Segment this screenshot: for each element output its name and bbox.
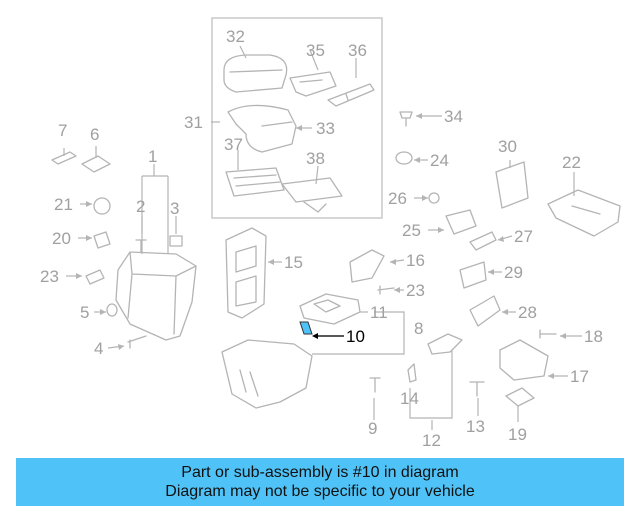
callout-2[interactable]: 2 xyxy=(136,197,145,216)
part-35-bracket xyxy=(289,71,337,97)
part-12-bracket xyxy=(427,333,463,355)
part-18-screw xyxy=(539,329,557,339)
part-23-bolt-left xyxy=(85,269,105,285)
part-24-grommet xyxy=(395,151,413,165)
callout-5[interactable]: 5 xyxy=(80,303,89,322)
callout-7[interactable]: 7 xyxy=(58,121,67,140)
part-19-plate xyxy=(505,387,535,407)
part-23-bolt-right xyxy=(377,285,395,295)
callout-19[interactable]: 19 xyxy=(508,425,527,444)
callout-3[interactable]: 3 xyxy=(170,199,179,218)
part-15-side-panel xyxy=(225,227,267,319)
callout-25[interactable]: 25 xyxy=(402,221,421,240)
callout-numbers: 32 35 36 31 33 37 38 7 6 1 21 2 3 20 23 … xyxy=(40,27,603,450)
callout-35[interactable]: 35 xyxy=(306,41,325,60)
callout-38[interactable]: 38 xyxy=(306,149,325,168)
part-27-strip xyxy=(469,231,497,251)
armrest-inset-frame xyxy=(211,17,383,219)
callout-18[interactable]: 18 xyxy=(584,327,603,346)
info-banner: Part or sub-assembly is #10 in diagram D… xyxy=(16,458,624,506)
callout-17[interactable]: 17 xyxy=(570,367,589,386)
part-36-hinge xyxy=(327,83,375,107)
callout-26[interactable]: 26 xyxy=(388,189,407,208)
callout-14[interactable]: 14 xyxy=(400,389,419,408)
part-13-bolt xyxy=(469,381,485,397)
part-29-pad xyxy=(459,261,487,289)
callout-13[interactable]: 13 xyxy=(466,417,485,436)
callout-9[interactable]: 9 xyxy=(368,419,377,438)
part-30-panel xyxy=(495,161,529,209)
part-28-pad xyxy=(469,295,501,327)
callout-37[interactable]: 37 xyxy=(224,135,243,154)
callout-11[interactable]: 11 xyxy=(370,303,388,322)
part-22-tray xyxy=(547,189,621,237)
part-5-washer xyxy=(106,303,118,317)
arrowheads xyxy=(76,113,566,379)
part-34-screw xyxy=(399,111,413,127)
callout-36[interactable]: 36 xyxy=(348,41,367,60)
part-33-armrest-base xyxy=(227,104,297,153)
callout-29[interactable]: 29 xyxy=(504,263,523,282)
callout-31[interactable]: 31 xyxy=(184,113,203,132)
callout-15[interactable]: 15 xyxy=(284,253,303,272)
part-25-block xyxy=(445,209,477,235)
part-37-tray xyxy=(225,167,285,197)
part-26-screw xyxy=(428,192,440,204)
part-10-highlighted[interactable] xyxy=(299,321,313,335)
part-8-lower-console xyxy=(221,339,313,409)
callout-27[interactable]: 27 xyxy=(514,227,533,246)
part-16-grip xyxy=(349,249,385,283)
part-17-bracket xyxy=(499,339,549,381)
part-1-console-body xyxy=(115,251,197,341)
callout-30[interactable]: 30 xyxy=(498,137,517,156)
part-6-plate xyxy=(81,155,111,173)
callout-1[interactable]: 1 xyxy=(148,147,157,166)
part-20-clip xyxy=(93,231,111,249)
callout-6[interactable]: 6 xyxy=(90,125,99,144)
banner-line-2: Diagram may not be specific to your vehi… xyxy=(165,483,475,500)
callout-22[interactable]: 22 xyxy=(562,153,581,172)
callout-21[interactable]: 21 xyxy=(54,195,73,214)
callout-10[interactable]: 10 xyxy=(346,327,365,346)
callout-8[interactable]: 8 xyxy=(414,319,423,338)
callout-34[interactable]: 34 xyxy=(444,107,463,126)
banner-line-1: Part or sub-assembly is #10 in diagram xyxy=(181,464,459,481)
callout-23-left[interactable]: 23 xyxy=(40,267,59,286)
part-9-bolt xyxy=(369,377,381,393)
part-2-screw xyxy=(135,239,147,253)
part-14-clip xyxy=(407,363,417,383)
part-4-screw xyxy=(127,335,147,349)
callout-4[interactable]: 4 xyxy=(94,339,103,358)
callout-20[interactable]: 20 xyxy=(52,229,71,248)
callout-24[interactable]: 24 xyxy=(430,151,449,170)
part-21-plug xyxy=(93,197,111,215)
callout-12[interactable]: 12 xyxy=(422,431,441,450)
callout-23-right[interactable]: 23 xyxy=(406,281,425,300)
part-11-cup-holder xyxy=(299,293,361,325)
part-3-clip xyxy=(169,235,183,247)
part-38-mat xyxy=(281,177,343,213)
callout-16[interactable]: 16 xyxy=(406,251,425,270)
part-32-armrest-lid xyxy=(223,54,288,93)
callout-28[interactable]: 28 xyxy=(518,303,537,322)
callout-33[interactable]: 33 xyxy=(316,119,335,138)
callout-32[interactable]: 32 xyxy=(226,27,245,46)
